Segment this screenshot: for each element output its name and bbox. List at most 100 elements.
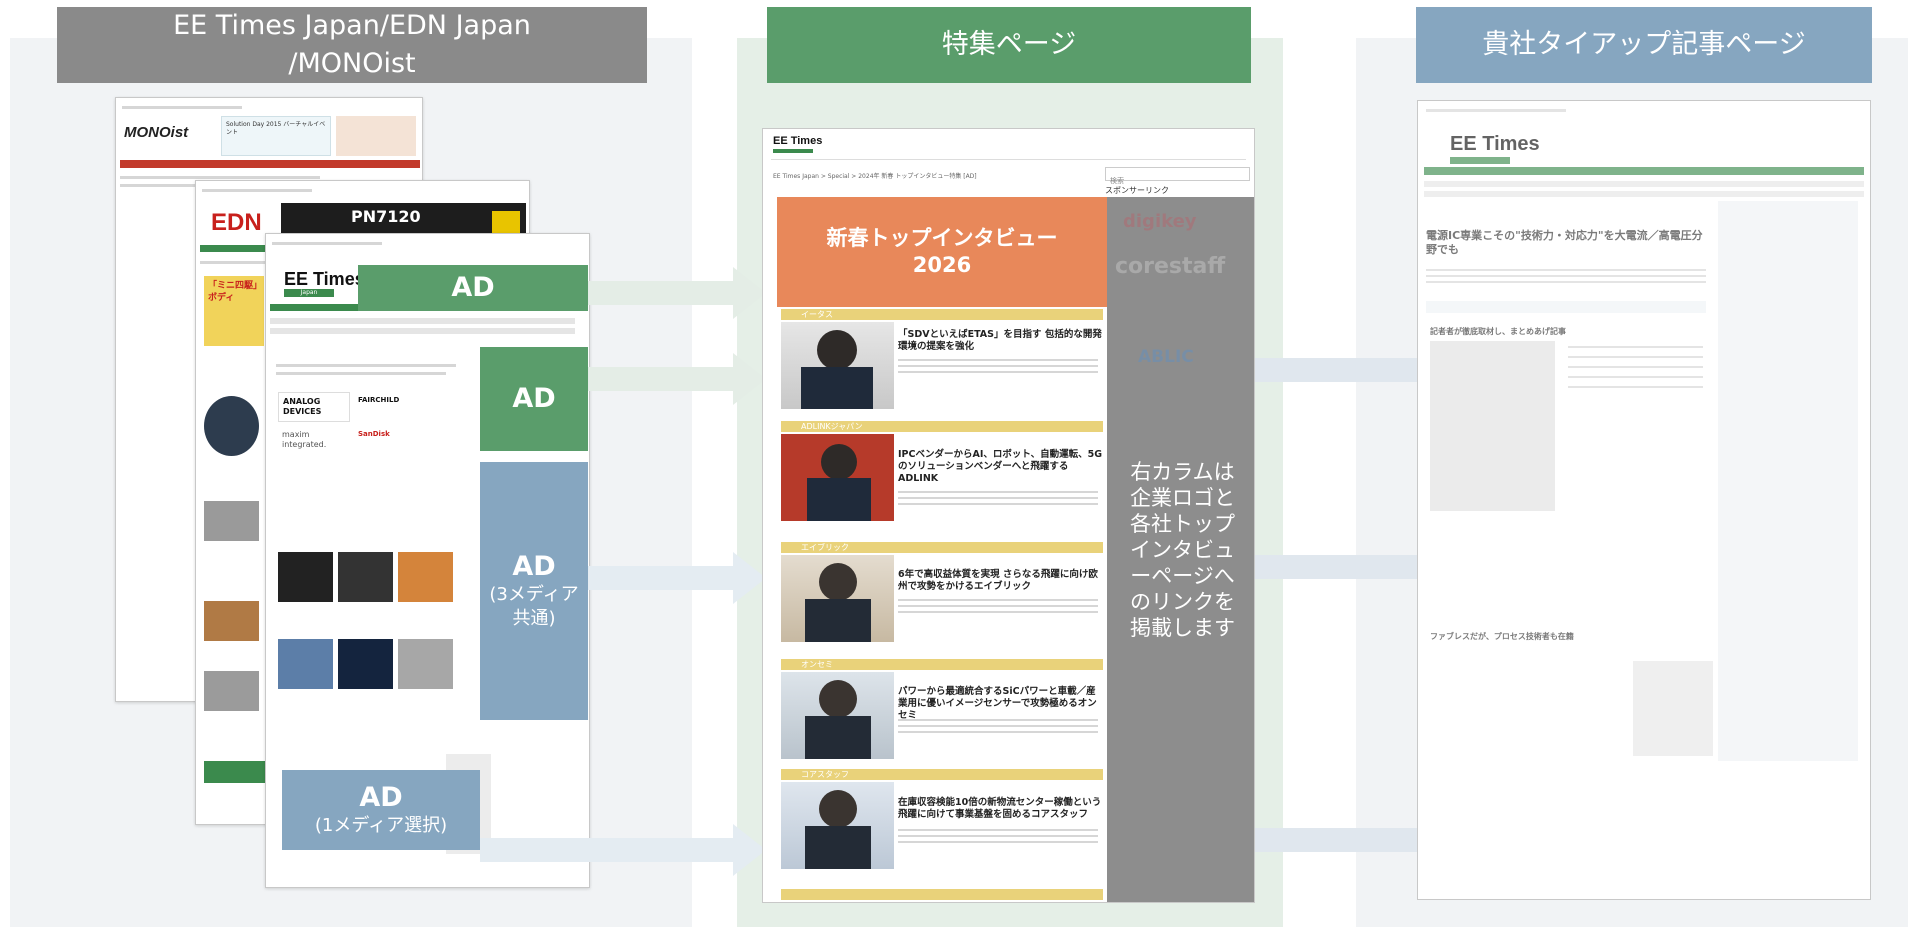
mockup-text-line (272, 242, 382, 245)
ad-slot-three-media-sub2: 共通) (512, 608, 556, 629)
mockup-text-line (898, 365, 1098, 367)
tieup-product-photo (1633, 661, 1713, 756)
monoist-banner-text: Solution Day 2015 バーチャルイベント (226, 121, 326, 136)
mockup-text-line (120, 176, 320, 179)
mockup-photo (204, 396, 259, 456)
mockup-text-line (1424, 191, 1864, 197)
ad-slot-three-media: AD (3メディア 共通) (480, 462, 588, 720)
article-section-bar (781, 309, 1103, 320)
brand-analog-devices-text: ANALOG DEVICES (283, 397, 322, 416)
mockup-text-line (276, 372, 446, 375)
header-media-sites: EE Times Japan/EDN Japan /MONOist (57, 7, 647, 83)
brand-analog-devices: ANALOG DEVICES (278, 392, 350, 422)
article-photo (781, 782, 894, 869)
person-body (805, 716, 871, 759)
tieup-fade-overlay (1418, 101, 1870, 899)
mockup-text-line (122, 106, 242, 109)
tieup-headline: 電源IC専業こその"技術力・対応力"を大電流／高電圧分野でも (1426, 229, 1703, 256)
brand-fairchild-text: FAIRCHILD (358, 396, 400, 404)
sidebar-logo-digikey[interactable]: digikey (1123, 211, 1197, 232)
arrow-ad-to-feature-3 (588, 552, 766, 604)
tieup-share-bar (1426, 301, 1706, 313)
person-body (807, 478, 871, 521)
mockup-photo (204, 601, 259, 641)
article-photo (781, 672, 894, 759)
tieup-photo (1430, 341, 1555, 511)
feature-site-logo: EE Times (773, 135, 823, 147)
article-headline[interactable]: 在庫収容検能10倍の新物流センター稼働という飛躍に向けて事業基盤を固めるコアスタ… (898, 797, 1102, 820)
mockup-text-line (898, 491, 1098, 493)
edn-logo: EDN (211, 209, 262, 236)
sidebar-logo-ablic[interactable]: ABLIC (1138, 347, 1194, 367)
mockup-text-line (1426, 269, 1706, 271)
article-headline[interactable]: IPCベンダーからAI、ロボット、自動運転、5Gのソリューションベンダーへと飛躍… (898, 449, 1103, 484)
sidebar-logo-corestaff[interactable]: corestaff (1115, 254, 1226, 279)
tieup-sidebar (1718, 201, 1858, 761)
nxp-logo (492, 211, 520, 233)
tieup-section2: ファブレスだが、プロセス技術者も在籍 (1430, 632, 1574, 641)
monoist-nav-bar (120, 160, 420, 168)
article-company: コアスタッフ (801, 770, 849, 779)
eetimes-logo-sub: Japan (300, 289, 318, 296)
mockup-photo (338, 639, 393, 689)
feature-search-input[interactable]: 検索 (1105, 167, 1250, 185)
person-head (817, 330, 857, 370)
mockup-text-line (898, 497, 1098, 499)
mockup-banner (204, 761, 284, 783)
mockup-text-line (898, 605, 1098, 607)
person-head (819, 790, 857, 828)
header-tieup-page: 貴社タイアップ記事ページ (1416, 7, 1872, 83)
monoist-logo: MONOist (124, 124, 189, 141)
feature-sidebar-note-text: 右カラムは企業ロゴと各社トップインタビューページへのリンクを掲載します (1130, 460, 1235, 640)
brand-maxim-text: maxim integrated. (282, 430, 327, 449)
brand-sandisk: SanDisk (358, 430, 408, 446)
header-media-sites-line1: EE Times Japan/EDN Japan (173, 10, 531, 41)
article-section-bar (781, 769, 1103, 780)
arrow-feature-to-tieup-2 (1255, 541, 1468, 593)
article-photo (781, 322, 894, 409)
person-head (821, 444, 857, 480)
tieup-section1: 記者者が徹底取材し、まとめあげ記事 (1430, 327, 1566, 336)
header-feature-page: 特集ページ (767, 7, 1251, 83)
article-company: オンセミ (801, 660, 833, 669)
article-headline[interactable]: パワーから最適統合するSiCパワーと車載／産業用に優いイメージセンサーで攻勢極め… (898, 686, 1097, 721)
feature-title-box: 新春トップインタビュー 2026 (777, 197, 1107, 307)
mockup-text-line (898, 359, 1098, 361)
edn-headline-box: 「ミニ四駆」ボディ (204, 276, 264, 346)
eetimes-logo-sub-box: Japan (284, 289, 334, 297)
mockup-text-line (1568, 356, 1703, 358)
ad-slot-rectangle-label: AD (512, 383, 556, 414)
mockup-text-line (1426, 275, 1706, 277)
feature-page-mockup: EE Times EE Times Japan > Special > 2024… (762, 128, 1255, 903)
tieup-logo-bar (1450, 157, 1510, 164)
arrow-ad-to-feature-1 (588, 267, 766, 319)
article-headline[interactable]: 6年で高収益体質を実現 さらなる飛躍に向け欧州で攻勢をかけるエイブリック (898, 569, 1098, 592)
brand-fairchild: FAIRCHILD (358, 396, 408, 412)
mockup-text-line (898, 719, 1098, 721)
header-feature-page-label: 特集ページ (941, 29, 1077, 60)
feature-breadcrumb: EE Times Japan > Special > 2024年 新春 トップイ… (773, 173, 977, 180)
mockup-text-line (270, 318, 575, 324)
mockup-text-line (1426, 109, 1566, 112)
ad-slot-top-banner: AD (358, 265, 588, 311)
ad-slot-top-banner-label: AD (451, 272, 495, 303)
article-section-bar (781, 659, 1103, 670)
mockup-photo (338, 552, 393, 602)
monoist-banner: Solution Day 2015 バーチャルイベント (221, 116, 331, 156)
article-headline[interactable]: 「SDVといえばETAS」を目指す 包括的な開発環境の提案を強化 (898, 329, 1102, 352)
mockup-text-line (898, 835, 1098, 837)
eetimes-logo: EE Times (284, 269, 365, 289)
arrow-feature-to-tieup-3 (1255, 814, 1468, 866)
mockup-photo (278, 552, 333, 602)
mockup-text-line (898, 731, 1098, 733)
mockup-text-line (270, 328, 575, 334)
tieup-site-logo: EE Times (1450, 133, 1540, 155)
feature-title-line2: 2026 (912, 253, 972, 277)
article-section-bar (781, 889, 1103, 900)
mockup-text-line (898, 725, 1098, 727)
mockup-text-line (1426, 281, 1706, 283)
article-section-bar (781, 542, 1103, 553)
mockup-photo (204, 671, 259, 711)
ad-slot-rectangle: AD (480, 347, 588, 451)
arrow-ad-to-feature-4 (480, 824, 766, 876)
